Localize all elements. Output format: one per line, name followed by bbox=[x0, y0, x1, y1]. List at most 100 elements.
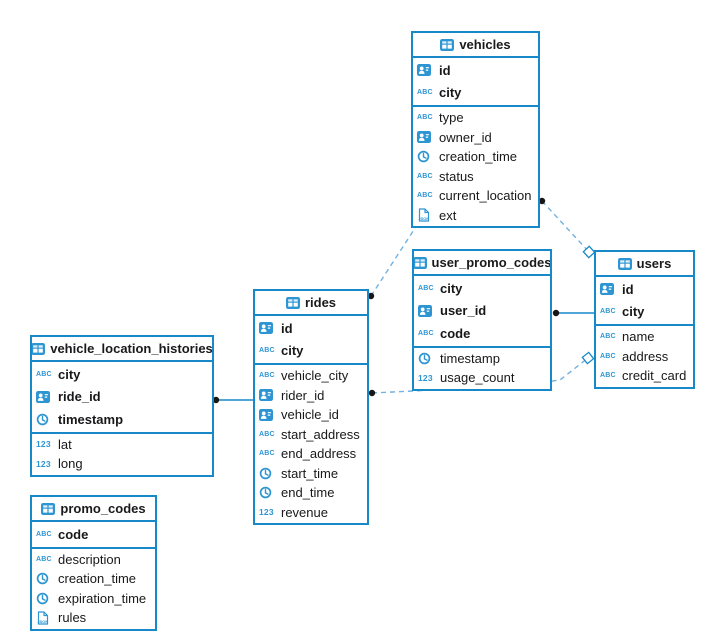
table-title: rides bbox=[304, 295, 337, 310]
column-name: city bbox=[440, 280, 463, 296]
column-name: ext bbox=[439, 207, 457, 223]
column-row: ABC city bbox=[414, 277, 550, 300]
json-type-icon: JSON bbox=[36, 611, 56, 625]
json-type-icon: JSON bbox=[417, 208, 437, 222]
relationship-dot-marker bbox=[212, 396, 220, 404]
table-icon bbox=[41, 502, 56, 515]
table-title: promo_codes bbox=[60, 501, 146, 516]
column-name: owner_id bbox=[439, 129, 492, 145]
string-type-icon: ABC bbox=[418, 329, 434, 337]
column-row: end_time bbox=[255, 483, 367, 503]
string-type-icon: ABC bbox=[600, 333, 616, 341]
string-type-icon: ABC bbox=[259, 372, 275, 380]
table-title: users bbox=[636, 256, 672, 271]
column-name: start_address bbox=[281, 426, 360, 442]
table-icon bbox=[440, 38, 455, 51]
column-name: id bbox=[622, 281, 634, 297]
table-header: user_promo_codes bbox=[414, 251, 550, 276]
column-name: end_time bbox=[281, 485, 335, 501]
column-name: name bbox=[622, 329, 655, 345]
column-row: ABC vehicle_city bbox=[255, 366, 367, 386]
relationship-rides-vehicles[interactable] bbox=[370, 221, 420, 297]
column-name: end_address bbox=[281, 446, 357, 462]
column-name: timestamp bbox=[58, 411, 124, 427]
string-type-icon: ABC bbox=[259, 450, 275, 458]
id-type-icon bbox=[259, 408, 279, 421]
column-row: ride_id bbox=[32, 386, 212, 409]
datetime-type-icon bbox=[418, 352, 438, 365]
string-type-icon: ABC bbox=[259, 347, 275, 355]
relationship-dot-marker bbox=[367, 292, 375, 300]
column-name: lat bbox=[58, 436, 72, 452]
id-type-icon bbox=[417, 131, 437, 144]
column-name: creation_time bbox=[439, 149, 518, 165]
column-name: city bbox=[281, 343, 304, 359]
column-name: description bbox=[58, 551, 121, 567]
column-name: long bbox=[58, 456, 83, 472]
column-name: start_time bbox=[281, 465, 339, 481]
relationship-dot-marker bbox=[368, 389, 376, 397]
relationship-vehicles-users[interactable] bbox=[541, 200, 590, 253]
column-row: creation_time bbox=[32, 569, 155, 589]
datetime-type-icon bbox=[259, 467, 279, 480]
datetime-type-icon bbox=[259, 486, 279, 499]
table-title: user_promo_codes bbox=[431, 255, 550, 270]
string-type-icon: ABC bbox=[600, 372, 616, 380]
column-row: id bbox=[255, 317, 367, 340]
column-name: user_id bbox=[440, 303, 487, 319]
string-type-icon: ABC bbox=[418, 284, 434, 292]
column-name: vehicle_city bbox=[281, 368, 349, 384]
svg-text:JSON: JSON bbox=[37, 619, 48, 624]
id-type-icon bbox=[259, 322, 279, 335]
column-name: timestamp bbox=[440, 350, 500, 366]
column-name: ride_id bbox=[58, 389, 101, 405]
column-row: timestamp bbox=[32, 408, 212, 431]
column-name: city bbox=[439, 85, 462, 101]
relationship-dot-marker bbox=[552, 309, 560, 317]
string-type-icon: ABC bbox=[36, 530, 52, 538]
table-icon bbox=[414, 256, 427, 269]
string-type-icon: ABC bbox=[417, 192, 433, 200]
number-type-icon: 123 bbox=[259, 507, 274, 517]
column-name: rider_id bbox=[281, 387, 325, 403]
string-type-icon: ABC bbox=[600, 308, 616, 316]
column-row: rider_id bbox=[255, 386, 367, 406]
table-header: users bbox=[596, 252, 693, 277]
column-row: ABC city bbox=[255, 340, 367, 363]
column-name: type bbox=[439, 110, 464, 126]
column-name: creation_time bbox=[58, 571, 137, 587]
id-type-icon bbox=[259, 389, 279, 402]
column-row: start_time bbox=[255, 464, 367, 484]
svg-text:JSON: JSON bbox=[418, 216, 429, 221]
table-icon bbox=[32, 342, 46, 355]
table-header: vehicle_location_histories bbox=[32, 337, 212, 362]
table-icon bbox=[617, 257, 632, 270]
